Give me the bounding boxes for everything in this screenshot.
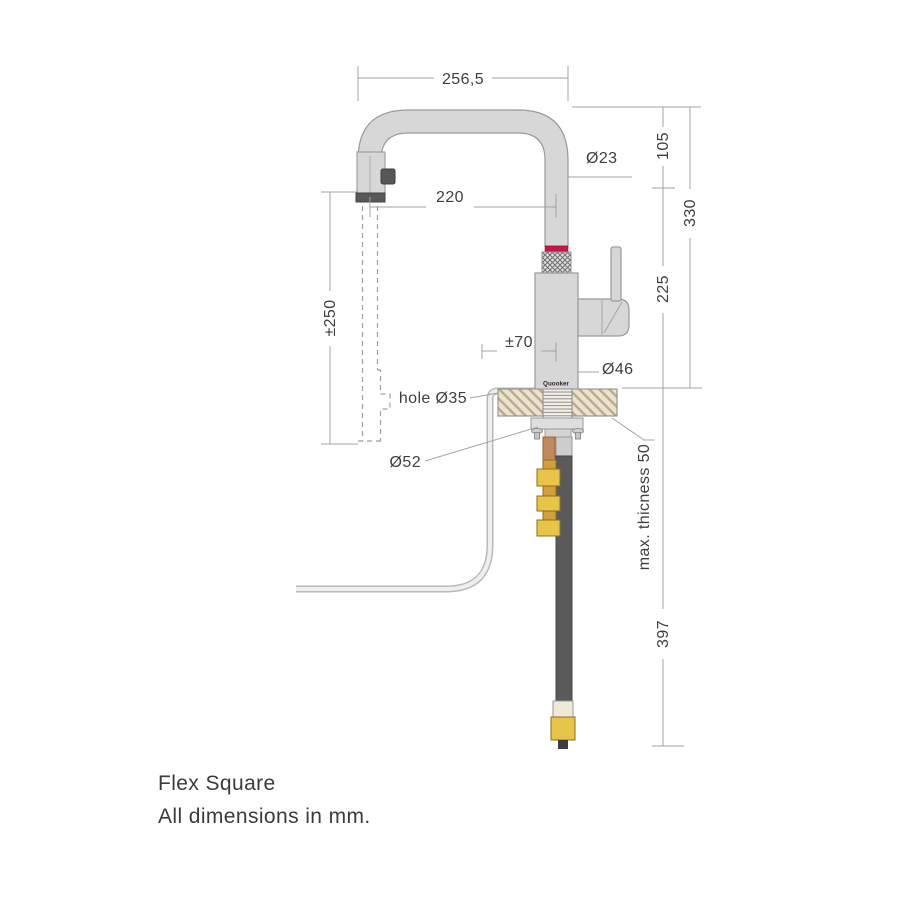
dim-worktop-thickness: max. thicness 50 [636, 444, 653, 570]
dim-height-above-worktop: 330 [682, 199, 699, 227]
dim-pullout-extension: ±250 [322, 299, 339, 336]
brand-logo-text: Quooker [543, 381, 569, 388]
mounting-screw-right [572, 427, 584, 440]
dim-reach: 220 [436, 189, 464, 206]
hose-end-connector [550, 700, 576, 749]
pullout-extended-outline [358, 206, 391, 442]
dim-mounting-hole: hole Ø35 [399, 390, 467, 407]
threaded-shank [542, 385, 573, 419]
handle [577, 246, 630, 337]
red-indicator-ring [544, 245, 569, 253]
dim-spout-width: 256,5 [442, 71, 484, 88]
faucet: Quooker [355, 109, 630, 390]
faucet-arch [357, 109, 569, 247]
flexible-hose-black [555, 455, 573, 703]
mounting-assembly [530, 417, 584, 440]
product-name: Flex Square [158, 772, 276, 795]
title-block: Flex Square All dimensions in mm. [158, 772, 371, 828]
worktop-section [497, 385, 618, 419]
dim-handle-clearance: ±70 [505, 334, 533, 351]
dim-body-diameter: Ø46 [602, 361, 633, 378]
spray-button [380, 168, 396, 185]
mounting-plate [530, 417, 584, 430]
dim-arch-height: 105 [655, 132, 672, 160]
dim-outlet-to-worktop: 225 [655, 275, 672, 303]
pullout-hose [296, 387, 535, 593]
dim-length-below-worktop: 397 [655, 620, 672, 648]
faucet-body [534, 272, 579, 390]
handle-base [577, 298, 630, 337]
dim-tube-diameter: Ø23 [586, 150, 617, 167]
hose-collar [555, 436, 573, 457]
dimension-labels: 256,5 Ø23 220 ±250 ±70 Ø46 hole Ø35 Ø52 … [322, 71, 699, 648]
mounting-screw-left [531, 427, 543, 440]
dim-escutcheon-diameter: Ø52 [390, 454, 421, 471]
dimension-lines [321, 66, 702, 747]
brass-fittings [536, 459, 561, 537]
supply-lines [536, 436, 576, 749]
dimensions-note: All dimensions in mm. [158, 805, 371, 828]
knurled-ring [541, 251, 572, 274]
handle-lever [610, 246, 622, 302]
